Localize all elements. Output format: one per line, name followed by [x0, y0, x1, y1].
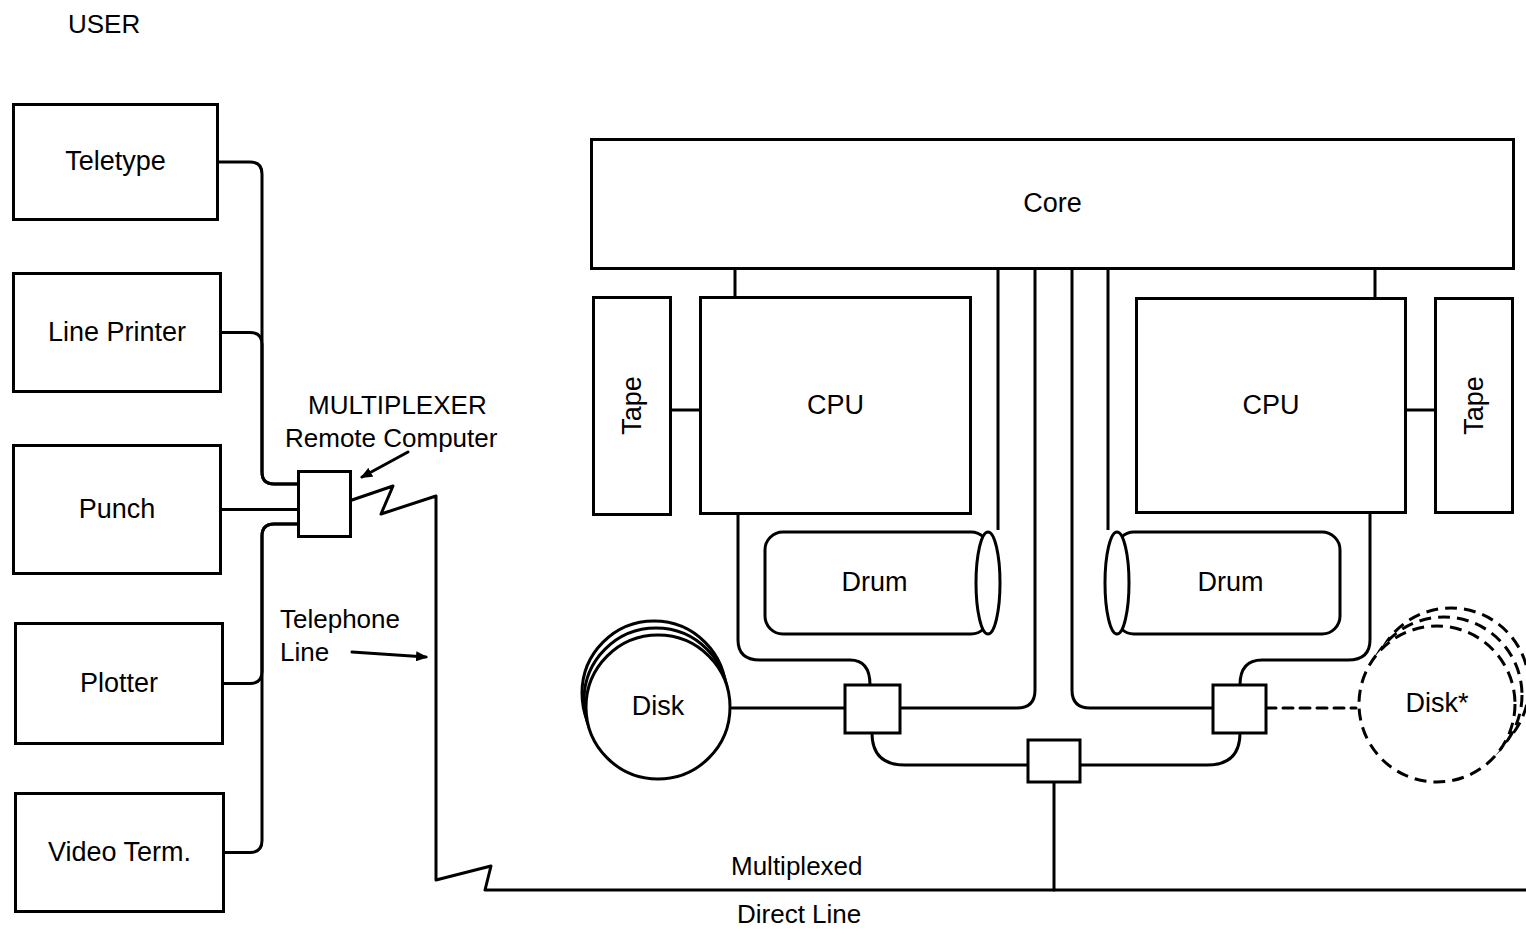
- terminal-box: Plotter: [14, 622, 224, 745]
- node-label: Drum: [1198, 567, 1264, 598]
- terminal-box: Video Term.: [14, 792, 225, 913]
- connector-wire: [1374, 270, 1377, 297]
- node-label: Drum: [842, 567, 908, 598]
- tape-unit: Tape: [1434, 297, 1514, 514]
- cpu-box: CPU: [1135, 297, 1407, 514]
- switch-box: [1028, 740, 1080, 782]
- switch-box: [1213, 685, 1266, 733]
- callout-arrow: [362, 452, 408, 477]
- node-label: Disk: [632, 691, 685, 722]
- disk-wire: [732, 707, 845, 710]
- drum-body: [765, 532, 989, 634]
- connector-wire: [734, 270, 737, 296]
- tape-unit: Tape: [592, 296, 672, 516]
- node-label: Video Term.: [48, 837, 191, 868]
- drum-body: [1116, 532, 1340, 634]
- junction-wire: [1053, 782, 1056, 890]
- node-label: Disk*: [1405, 688, 1468, 719]
- junction-wire: [1080, 733, 1240, 765]
- drum-unit: Drum: [1103, 530, 1342, 636]
- telephone-line: [352, 486, 1526, 890]
- node-label: Tape: [1458, 376, 1489, 435]
- callout-arrow: [352, 652, 426, 657]
- node-label: CPU: [807, 390, 864, 421]
- junction-wire: [872, 733, 1028, 765]
- callout-subtitle: Remote Computer: [285, 422, 497, 455]
- terminal-box: Teletype: [12, 103, 219, 221]
- connector-wire: [672, 409, 699, 412]
- line-label: Telephone Line: [280, 603, 430, 668]
- terminal-box: Punch: [12, 444, 222, 575]
- section-heading: USER: [68, 8, 140, 41]
- line-label: Multiplexed: [731, 850, 863, 883]
- node-label: Punch: [79, 494, 156, 525]
- drum-end: [1105, 532, 1129, 634]
- core-memory: Core: [590, 138, 1515, 270]
- connector-wire: [1407, 409, 1434, 412]
- drum-end: [976, 532, 1000, 634]
- connector-wire: [222, 508, 297, 511]
- multiplexer-box: MULTIPLEXERRemote Computer: [297, 470, 352, 538]
- connector-wire: [225, 524, 297, 853]
- connector-wire: [222, 333, 297, 485]
- line-label: Direct Line: [737, 898, 861, 931]
- node-label: Line Printer: [48, 317, 186, 348]
- node-label: Teletype: [65, 146, 166, 177]
- node-label: Tape: [616, 377, 647, 436]
- terminal-box: Line Printer: [12, 272, 222, 393]
- node-label: CPU: [1242, 390, 1299, 421]
- optional-disk-wire: [1266, 707, 1356, 710]
- cpu-box: CPU: [699, 296, 972, 515]
- disk-unit: Disk: [584, 633, 732, 781]
- disk-platter: [1359, 626, 1515, 782]
- connector-wire: [997, 270, 1000, 530]
- callout-title: MULTIPLEXER: [308, 389, 487, 422]
- node-label: Core: [1023, 188, 1082, 219]
- drum-unit: Drum: [763, 530, 1002, 636]
- connector-wire: [1107, 270, 1110, 530]
- node-label: Plotter: [80, 668, 158, 699]
- switch-box: [845, 685, 900, 733]
- optional-disk-unit: Disk*: [1352, 624, 1522, 784]
- disk-platter: [586, 635, 730, 779]
